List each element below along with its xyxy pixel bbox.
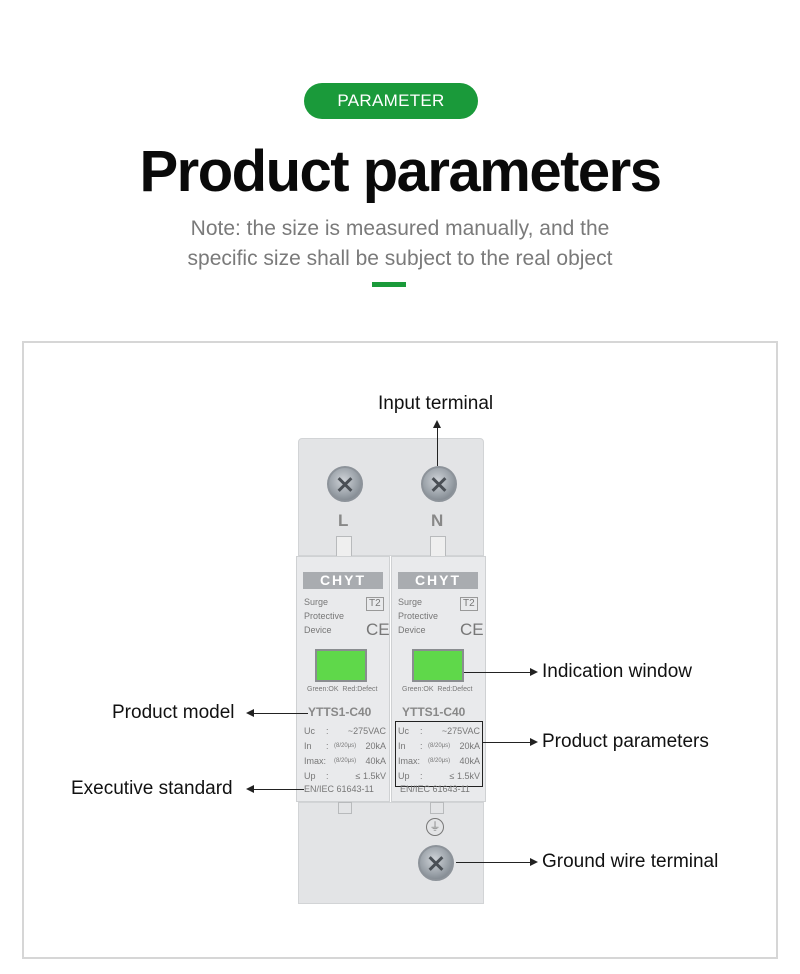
spec-row: In:(8/20μs)20kA [398,741,480,751]
clip-notch [430,536,446,558]
note-line-1: Note: the size is measured manually, and… [190,217,610,240]
spec-row: Uc:~275VAC [304,726,386,736]
brand-logo-right: CHYT [398,572,478,589]
arrow-up-icon [433,420,441,428]
model-label-right: YTTS1-C40 [402,705,466,719]
ce-mark-left: CE [366,620,390,639]
clip-notch [336,536,352,558]
annotation-ground-wire-terminal: Ground wire terminal [542,851,719,872]
ground-symbol-icon: ⏚ [426,818,444,836]
note-line-2: specific size shall be subject to the re… [187,247,613,270]
clip-notch [338,802,352,814]
device-desc-right: Surge Protective Device [398,597,439,635]
spec-table-right: Uc:~275VAC In:(8/20μs)20kA Imax:(8/20μs)… [395,721,483,787]
standard-label-right: EN/IEC 61643-11 [400,784,470,794]
arrow-right-icon [530,668,538,676]
indication-window-left [315,649,367,682]
status-legend-left: Green:OK Red:Defect [307,686,378,693]
device-desc-left: Surge Protective Device [304,597,345,635]
pointer-line [456,862,532,863]
standard-label-left: EN/IEC 61643-11 [304,784,374,794]
terminal-label-l: L [338,511,349,530]
spec-row: Imax:(8/20μs)40kA [398,756,480,766]
status-legend-right: Green:OK Red:Defect [402,686,473,693]
annotation-product-parameters: Product parameters [542,731,709,752]
pointer-line [482,742,532,743]
accent-divider [372,282,406,287]
indication-window-right [412,649,464,682]
ground-screw-icon [418,845,454,881]
top-terminal-block [298,438,484,556]
model-label-left: YTTS1-C40 [308,705,372,719]
pointer-line [252,789,304,790]
ce-mark-right: CE [460,620,484,639]
annotation-input-terminal: Input terminal [378,393,494,414]
brand-logo-left: CHYT [303,572,383,589]
parameter-badge: PARAMETER [304,83,478,119]
spec-row: In:(8/20μs)20kA [304,741,386,751]
pointer-line [437,426,438,466]
arrow-right-icon [530,738,538,746]
surge-protector-device: L N CHYT CHYT Surge Protective Device T2… [296,438,486,904]
pointer-line [464,672,532,673]
arrow-left-icon [246,709,254,717]
class-badge-left: T2 [366,597,384,611]
spec-row: Up:≤ 1.5kV [304,771,386,781]
screw-icon [421,466,457,502]
annotation-indication-window: Indication window [542,661,692,682]
bottom-terminal-block [298,802,484,904]
arrow-left-icon [246,785,254,793]
terminal-label-n: N [431,511,444,530]
annotation-executive-standard: Executive standard [71,778,233,799]
spec-row: Imax:(8/20μs)40kA [304,756,386,766]
pointer-line [252,713,308,714]
screw-icon [327,466,363,502]
spec-row: Uc:~275VAC [398,726,480,736]
spec-row: Up:≤ 1.5kV [398,771,480,781]
class-badge-right: T2 [460,597,478,611]
arrow-right-icon [530,858,538,866]
spec-table-left: Uc:~275VAC In:(8/20μs)20kA Imax:(8/20μs)… [304,724,386,784]
clip-notch [430,802,444,814]
annotation-product-model: Product model [112,702,235,723]
page-title: Product parameters [139,139,662,204]
note-text: Note: the size is measured manually, and… [0,214,800,274]
